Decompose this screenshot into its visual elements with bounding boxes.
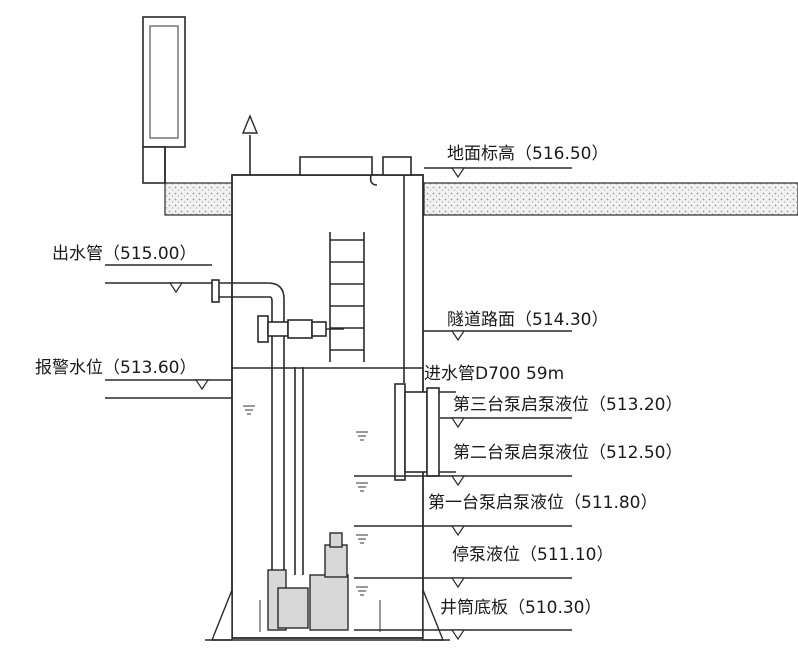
- label-outlet: 出水管（515.00）: [52, 244, 196, 264]
- level-pump1: 第一台泵启泵液位（511.80）: [354, 493, 657, 537]
- level-bottom: 井筒底板（510.30）: [354, 598, 601, 641]
- label-pump1: 第一台泵启泵液位（511.80）: [428, 493, 657, 513]
- label-pump3: 第三台泵启泵液位（513.20）: [453, 395, 682, 415]
- ladder-icon: [329, 232, 365, 362]
- level-outlet: 出水管（515.00）: [52, 244, 212, 294]
- level-pump2: 第二台泵启泵液位（512.50）: [354, 443, 682, 487]
- pump-icon: [267, 532, 349, 631]
- label-inlet: 进水管D700 59m: [424, 364, 564, 384]
- level-alarm: 报警水位（513.60）: [35, 358, 423, 399]
- control-cabinet-icon: [142, 16, 186, 184]
- label-alarm: 报警水位（513.60）: [35, 358, 196, 378]
- level-stop: 停泵液位（511.10）: [354, 545, 613, 589]
- up-arrow-icon: [241, 114, 259, 175]
- label-bottom: 井筒底板（510.30）: [440, 598, 601, 618]
- level-pump3: 第三台泵启泵液位（513.20）: [440, 395, 682, 429]
- label-tunnel: 隧道路面（514.30）: [447, 310, 608, 330]
- level-tunnel: 隧道路面（514.30）: [423, 310, 608, 342]
- outlet-pipe: [211, 279, 344, 590]
- label-ground: 地面标高（516.50）: [447, 144, 608, 164]
- inlet-pipe: [394, 383, 456, 481]
- label-stop: 停泵液位（511.10）: [452, 545, 613, 565]
- ground-soil-left: [164, 182, 234, 216]
- label-pump2: 第二台泵启泵液位（512.50）: [453, 443, 682, 463]
- water-level-icon: [243, 405, 368, 596]
- ground-soil-right: [423, 182, 798, 216]
- level-ground: 地面标高（516.50）: [424, 144, 608, 179]
